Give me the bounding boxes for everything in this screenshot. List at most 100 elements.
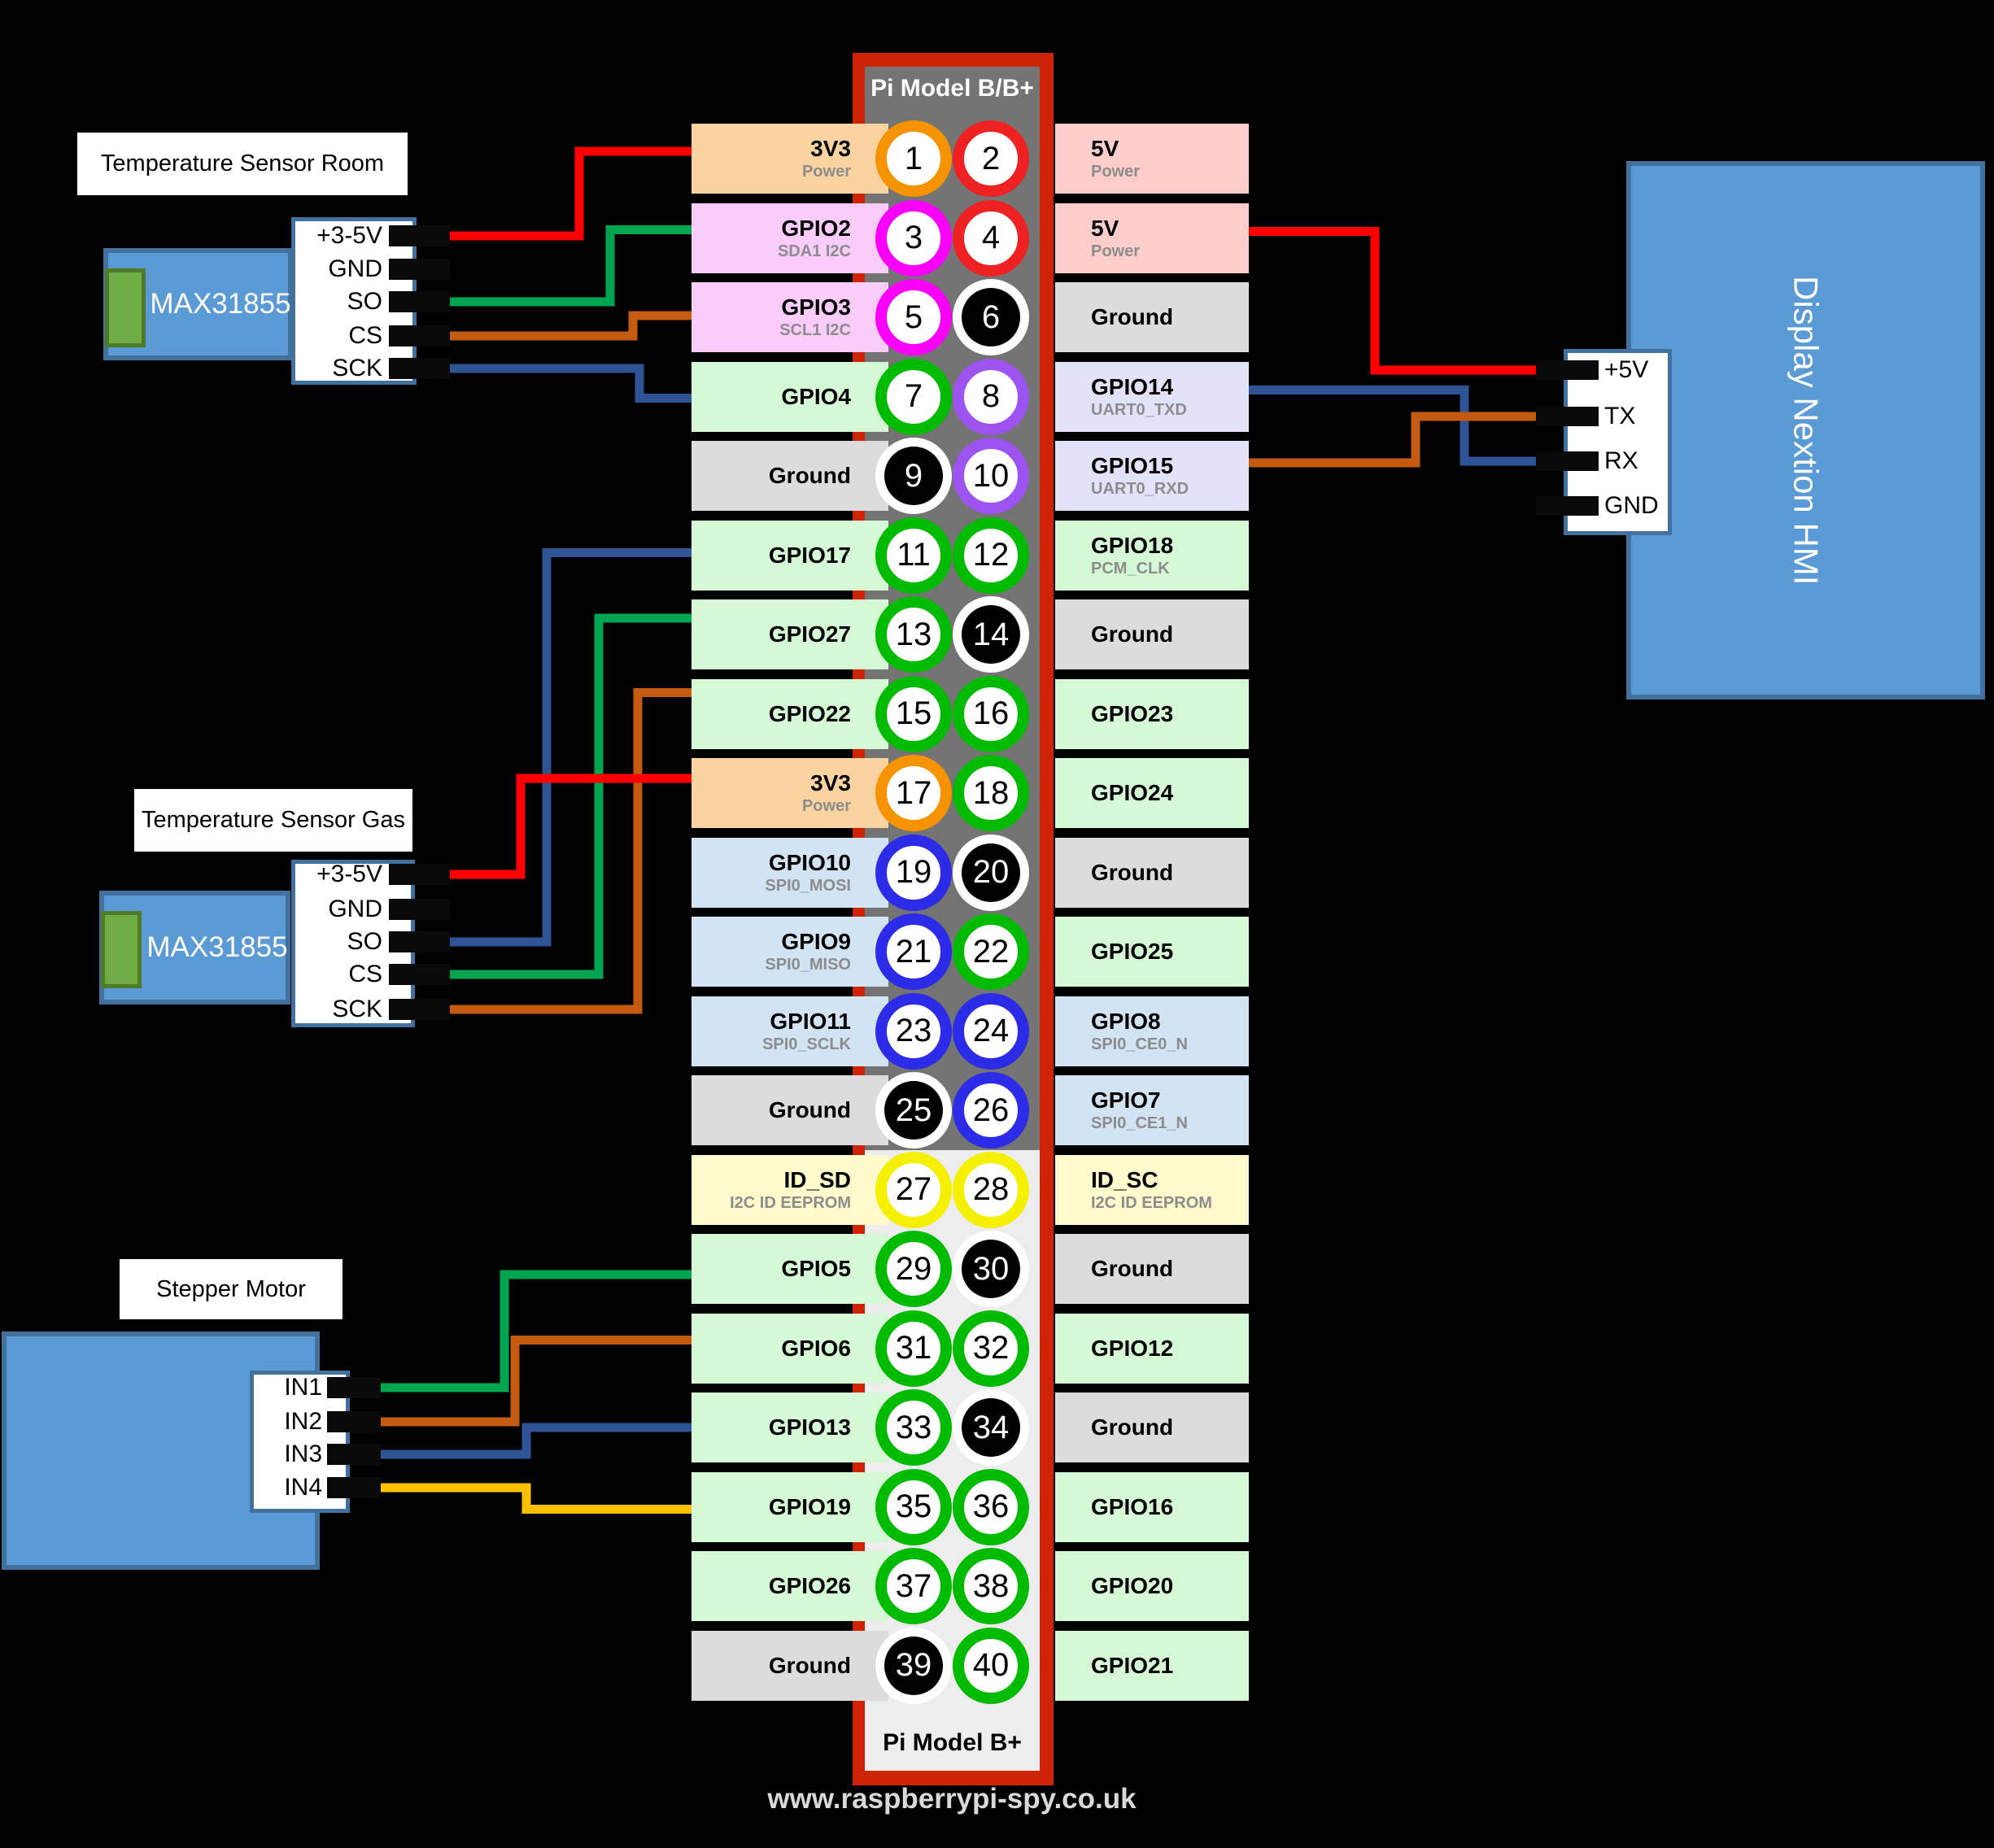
pin-38: 38: [953, 1548, 1029, 1624]
wire-gas-sensor.SO-to-left.6: [450, 548, 692, 947]
gas-sensor-pin-label-so: SO: [347, 928, 382, 955]
gpio-label: GPIO18: [1091, 532, 1174, 558]
gpio-row-left-gpio22: GPIO22: [692, 678, 888, 749]
gpio-row-left-ground: Ground: [692, 441, 888, 511]
connector-title-top: Pi Model B/B+: [870, 75, 1034, 102]
pin-33: 33: [875, 1389, 952, 1466]
pin-10: 10: [953, 438, 1029, 514]
gpio-row-right-gpio21: GPIO21: [1055, 1630, 1249, 1701]
pin-18: 18: [953, 755, 1029, 831]
gpio-sublabel: I2C ID EEPROM: [1091, 1193, 1212, 1212]
gpio-label: Ground: [1091, 1414, 1174, 1440]
pin-29: 29: [875, 1231, 952, 1307]
gpio-label: GPIO16: [1091, 1493, 1174, 1519]
gpio-label: GPIO12: [1091, 1335, 1174, 1361]
gpio-label: Ground: [768, 1652, 851, 1678]
room-sensor-pin-label-so: SO: [347, 288, 382, 315]
connector-title-bottom: Pi Model B+: [883, 1729, 1022, 1756]
gpio-label: 5V: [1091, 215, 1119, 241]
gpio-row-right-gpio20: GPIO20: [1055, 1551, 1249, 1621]
pin-22: 22: [953, 913, 1029, 990]
room-sensor-title-text: Temperature Sensor Room: [100, 150, 385, 177]
pin-37: 37: [875, 1548, 952, 1624]
display-pin-label-tx: TX: [1604, 403, 1636, 429]
gpio-label: Ground: [768, 463, 851, 488]
gpio-label: GPIO2: [781, 215, 851, 241]
stepper-motor-title: Stepper Motor: [120, 1259, 343, 1319]
room-sensor-title: Temperature Sensor Room: [77, 133, 408, 195]
gpio-label: GPIO8: [1091, 1008, 1161, 1034]
gpio-label: GPIO20: [1091, 1573, 1174, 1598]
room-sensor-stub-cs: [389, 325, 450, 346]
gpio-row-left-ground: Ground: [692, 1630, 888, 1701]
pin-16: 16: [953, 675, 1029, 752]
pin-26: 26: [953, 1072, 1029, 1148]
room-sensor-board: MAX31855: [103, 248, 293, 360]
gpio-row-left-gpio4: GPIO4: [692, 361, 888, 432]
gpio-row-right-gpio23: GPIO23: [1055, 678, 1249, 749]
gas-sensor-board: MAX31855: [99, 891, 290, 1005]
gpio-label: GPIO25: [1091, 939, 1174, 964]
gpio-row-right-ground: Ground: [1055, 599, 1249, 669]
gpio-label: Ground: [1091, 859, 1174, 885]
gpio-row-left-ground: Ground: [692, 1075, 888, 1145]
gpio-label: Ground: [1091, 304, 1174, 329]
gas-sensor-stub-so: [389, 931, 450, 952]
gpio-label: Ground: [1091, 621, 1174, 647]
gpio-label: GPIO17: [768, 542, 851, 568]
gpio-label: ID_SD: [783, 1166, 851, 1192]
gpio-label: GPIO11: [770, 1008, 851, 1034]
display-stub-gnd: [1536, 496, 1599, 516]
display-stub-rx: [1536, 451, 1599, 471]
room-sensor-stub-+3-5v: [389, 225, 450, 246]
pin-28: 28: [953, 1151, 1029, 1228]
gpio-label: Ground: [1091, 1256, 1174, 1281]
stepper-stub-in2: [327, 1411, 381, 1432]
pin-34: 34: [962, 1398, 1020, 1457]
gpio-sublabel: UART0_TXD: [1091, 400, 1187, 419]
gas-sensor-stub-+3-5v: [389, 864, 450, 885]
gpio-label: GPIO5: [781, 1256, 851, 1281]
gpio-sublabel: Power: [1091, 242, 1141, 260]
wire-stepper.IN1-to-left.15: [381, 1270, 692, 1393]
gas-sensor-pin-label-gnd: GND: [328, 896, 382, 922]
gpio-label: GPIO3: [781, 294, 851, 320]
gpio-row-left-gpio5: GPIO5: [692, 1234, 888, 1304]
gas-sensor-title-text: Temperature Sensor Gas: [142, 807, 405, 833]
stepper-pin-label-in3: IN3: [284, 1440, 322, 1467]
pin-32: 32: [953, 1310, 1029, 1387]
gpio-label: GPIO19: [768, 1493, 851, 1519]
wire-room-sensor.SCK-to-left.4: [450, 364, 692, 403]
gpio-sublabel: Power: [801, 163, 851, 181]
pin-40: 40: [953, 1627, 1029, 1704]
pin-35: 35: [875, 1468, 952, 1545]
room-sensor-stub-sck: [389, 358, 450, 379]
gas-sensor-pin-label-cs: CS: [348, 961, 382, 987]
pin-39: 39: [884, 1636, 943, 1695]
pin-24: 24: [953, 992, 1029, 1070]
gas-sensor-title: Temperature Sensor Gas: [134, 789, 412, 852]
gpio-sublabel: Power: [801, 797, 851, 815]
gpio-label: GPIO10: [768, 849, 851, 875]
gpio-sublabel: UART0_RXD: [1091, 480, 1189, 498]
gas-sensor-stub-cs: [389, 964, 450, 985]
pin-19: 19: [875, 834, 952, 911]
gas-sensor-pin-label-sck: SCK: [332, 996, 382, 1022]
pin-23: 23: [875, 992, 952, 1070]
display-stub-+5v: [1536, 360, 1599, 380]
pin-7: 7: [875, 358, 952, 435]
wire-room-sensor.CS-to-left.3: [450, 311, 692, 341]
gpio-label: GPIO9: [781, 929, 851, 954]
gpio-sublabel: SPI0_MOSI: [765, 876, 851, 895]
footer-website: www.raspberrypi-spy.co.uk: [767, 1783, 1137, 1815]
gpio-sublabel: Power: [1091, 163, 1141, 181]
gpio-label: GPIO21: [1091, 1652, 1174, 1678]
gpio-sublabel: SPI0_CE1_N: [1091, 1114, 1188, 1132]
